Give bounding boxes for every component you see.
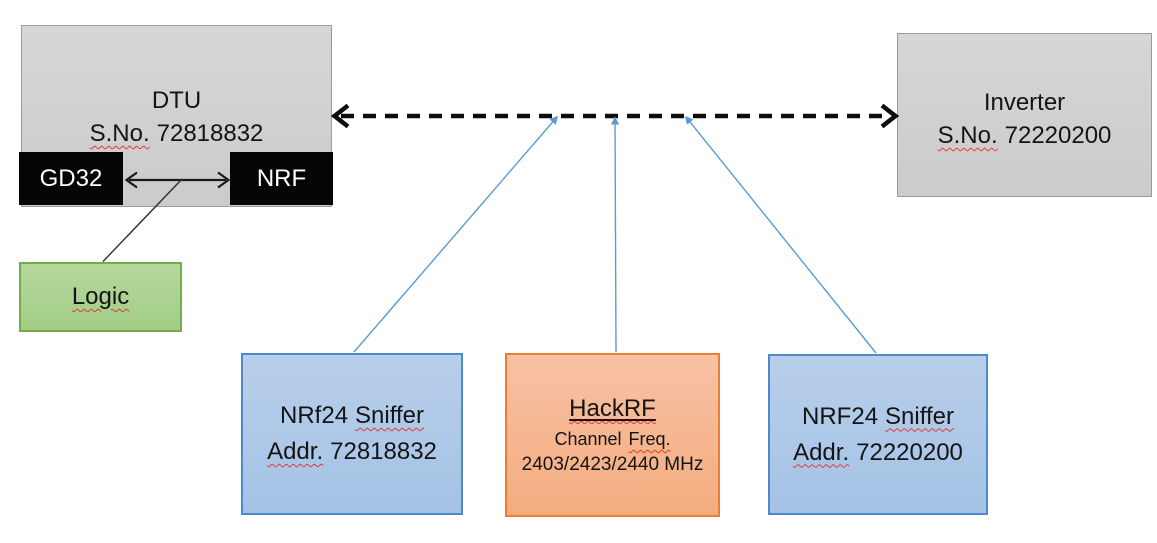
hackrf-title-line: HackRF [569,392,656,426]
sniffer-left-name-prefix: NRf24 [280,402,349,429]
hackrf-freq-label: Channel Freq. [554,426,670,452]
gd32-box: GD32 [19,152,123,205]
sniffer-left-connector-line [353,115,559,353]
sniffer-right-addr-value: 72220200 [856,438,963,466]
logic-box: Logic [19,262,182,332]
sniffer-right-connector-line [684,115,877,354]
logic-label: Logic [71,283,130,310]
hackrf-title: HackRF [569,395,656,422]
nrf-box: NRF [230,152,333,205]
dtu-title: DTU [151,87,202,114]
sniffer-left-addr-value: 72818832 [330,438,437,465]
inverter-serial: S.No.72220200 [898,119,1151,152]
dashed-arrowhead-right-icon [880,103,900,129]
hackrf-box: HackRF Channel Freq. 2403/2423/2440 MHz [505,353,720,517]
hackrf-title-underline: HackRF [569,395,656,422]
hackrf-freq-prefix: Channel [554,429,622,449]
sniffer-right-name-prefix: NRF24 [802,402,879,430]
dtu-serial: S.No.72818832 [22,117,331,150]
inverter-box: Inverter S.No.72220200 [897,33,1152,197]
sniffer-right-addr-label: Addr. [793,438,850,466]
inverter-serial-label: S.No. [937,122,998,149]
hackrf-connector-line [610,116,620,353]
sniffer-left-addr-label: Addr. [267,438,324,465]
sniffer-left-name-word: Sniffer [355,402,424,429]
inverter-title: Inverter [983,89,1066,116]
hackrf-frequencies: 2403/2423/2440 MHz [521,454,704,475]
nrf-label: NRF [256,164,307,192]
dashed-arrowhead-left-icon [330,103,350,129]
dtu-serial-label: S.No. [89,120,150,147]
inverter-label: Inverter S.No.72220200 [898,86,1151,152]
dtu-label: DTU S.No.72818832 [22,84,331,150]
sniffer-right-addr: Addr.72220200 [793,435,963,471]
gd32-label: GD32 [39,164,103,192]
dtu-serial-value: 72818832 [156,120,264,147]
inverter-serial-value: 72220200 [1004,122,1112,149]
hackrf-freq-word: Freq. [628,429,671,449]
sniffer-right-name-word: Sniffer [885,402,954,430]
sniffer-left-addr: Addr.72818832 [267,434,437,470]
